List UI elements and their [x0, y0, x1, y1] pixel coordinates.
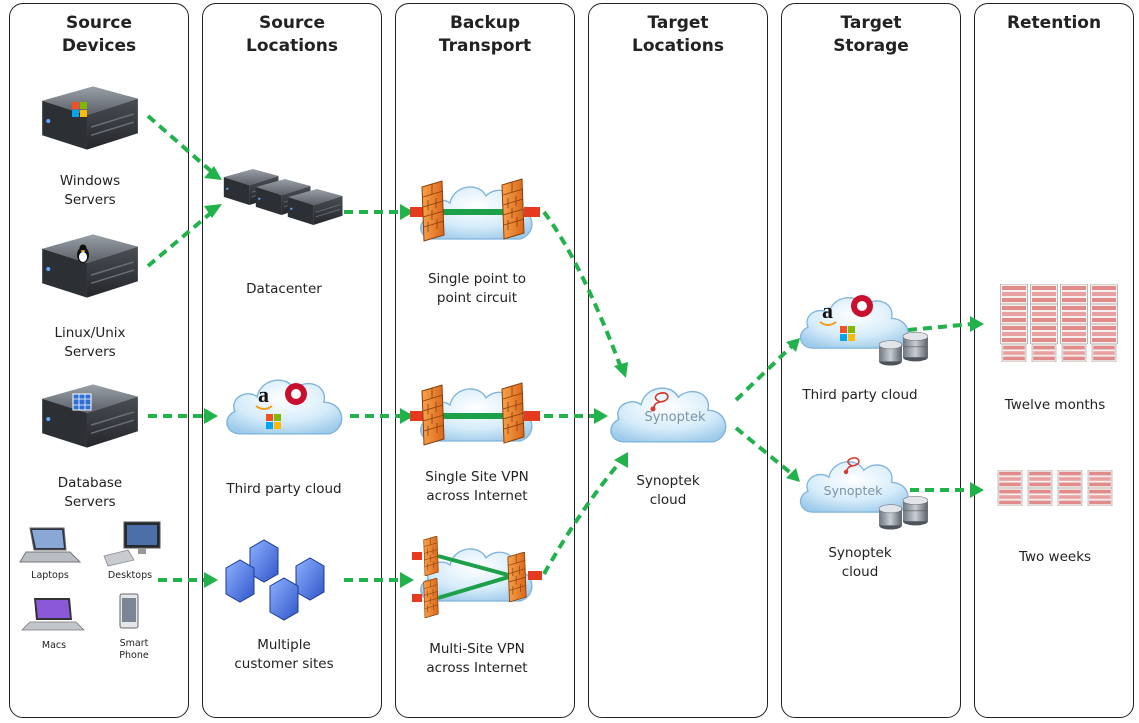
laptops-label: Laptops [31, 570, 69, 581]
two-weeks-label: Two weeks [1018, 549, 1092, 565]
desktops-label: Desktops [107, 570, 153, 581]
smartphone-icon [119, 593, 139, 629]
mac-icon [21, 598, 85, 631]
flow-arrows [146, 114, 973, 582]
macs-label: Macs [41, 640, 67, 651]
arrow-heads [204, 166, 984, 588]
column-title: Source Devices [61, 13, 137, 56]
column-title: Target Locations [632, 13, 724, 56]
multi-site-vpn-icon [412, 536, 542, 618]
synoptek-storage-logo: Synoptek [823, 483, 883, 498]
windows-server-icon [41, 85, 139, 151]
multiple-sites-label: Multiple customer sites [234, 637, 334, 672]
twelve-months-label: Twelve months [1004, 397, 1106, 413]
datacenter-icon [223, 168, 344, 226]
database-servers-label: Database Servers [57, 475, 123, 510]
multi-site-vpn-label: Multi-Site VPN across Internet [426, 641, 528, 676]
column-title: Retention [1006, 13, 1102, 33]
point-to-point-circuit-icon [410, 178, 540, 242]
third-party-cloud-icon: a [226, 379, 343, 435]
synoptek-cloud-storage-icon [799, 457, 929, 531]
desktop-icon [103, 521, 161, 567]
single-site-vpn-icon [410, 382, 540, 446]
multiple-sites-icon [225, 539, 325, 621]
twelve-months-icon [1000, 284, 1118, 362]
datacenter-label: Datacenter [246, 281, 322, 297]
column-title: Backup Transport [438, 13, 532, 56]
synoptek-cloud-icon [610, 387, 727, 443]
point-to-point-label: Single point to point circuit [427, 271, 527, 306]
third-party-cloud-label: Third party cloud [226, 481, 342, 497]
two-weeks-icon [997, 470, 1113, 506]
svg-text:a: a [258, 382, 269, 407]
single-site-vpn-label: Single Site VPN across Internet [425, 469, 529, 504]
synoptek-storage-label: Synoptek cloud [828, 545, 892, 580]
laptop-icon [19, 527, 82, 563]
linux-servers-label: Linux/Unix Servers [54, 325, 126, 360]
column-title: Target Storage [833, 13, 909, 56]
column-title: Source Locations [246, 13, 338, 56]
third-party-cloud-storage-icon: a [799, 295, 929, 367]
linux-server-icon [41, 233, 139, 299]
third-party-storage-label: Third party cloud [802, 387, 918, 403]
database-server-icon [41, 383, 139, 449]
column-target-storage: Target Storage [781, 3, 961, 718]
svg-text:a: a [822, 298, 833, 323]
column-source-locations: Source Locations [202, 3, 382, 718]
smartphone-label: Smart Phone [119, 638, 149, 661]
windows-servers-label: Windows Servers [59, 173, 121, 208]
synoptek-cloud-label: Synoptek cloud [636, 473, 700, 508]
synoptek-cloud-logo: Synoptek [644, 410, 706, 425]
